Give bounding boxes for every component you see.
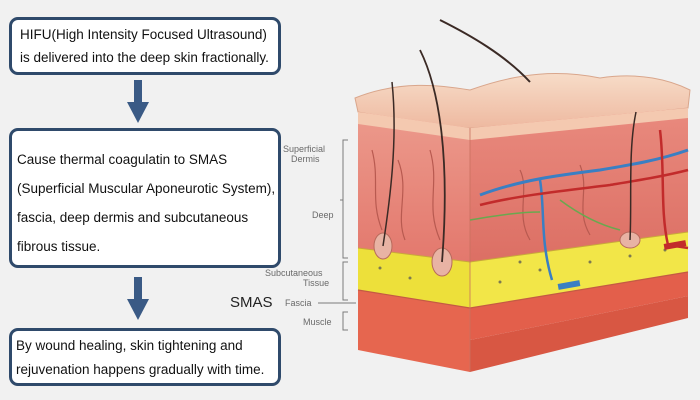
- muscle-bottom-face: [470, 296, 688, 372]
- bracket-subcutaneous: [342, 261, 348, 301]
- hair-strand: [439, 19, 531, 83]
- step-2-line-4: fibrous tissue.: [17, 239, 101, 254]
- step-3-line-2: rejuvenation happens gradually with time…: [16, 362, 265, 377]
- label-muscle: Muscle: [303, 317, 332, 327]
- step-2-line-2: (Superficial Muscular Aponeurotic System…: [17, 181, 276, 196]
- label-subcutaneous: Subcutaneous: [265, 268, 323, 278]
- bracket-muscle: [342, 311, 348, 331]
- down-arrow-icon: [127, 80, 149, 123]
- step-1-line-2: is delivered into the deep skin fraction…: [20, 50, 269, 65]
- step-2-line-1: Cause thermal coagulatin to SMAS: [17, 152, 228, 167]
- fat-right-face: [470, 232, 688, 308]
- hair-strand: [419, 49, 446, 263]
- muscle-right-face: [470, 272, 688, 340]
- bracket-dermis: [342, 139, 348, 259]
- step-3-box: By wound healing, skin tightening and re…: [9, 328, 281, 386]
- step-1-box: HIFU(High Intensity Focused Ultrasound) …: [9, 17, 281, 75]
- hair-strand: [382, 81, 395, 247]
- label-smas: SMAS: [230, 294, 273, 311]
- hair-strand: [629, 111, 637, 241]
- blue-vessel: [479, 148, 689, 197]
- step-2-line-3: fascia, deep dermis and subcutaneous: [17, 210, 249, 225]
- epidermis-band: [358, 108, 688, 140]
- label-deep: Deep: [312, 210, 334, 220]
- down-arrow-icon: [127, 277, 149, 320]
- label-subcutaneous-tissue: Subcutaneous Tissue: [265, 268, 329, 288]
- label-dermis: Dermis: [291, 154, 320, 164]
- label-tissue: Tissue: [303, 278, 330, 288]
- dermis-right-face: [470, 108, 688, 262]
- step-2-box: Cause thermal coagulatin to SMAS (Superf…: [9, 128, 281, 268]
- step-1-line-1: HIFU(High Intensity Focused Ultrasound): [20, 27, 267, 42]
- step-3-line-1: By wound healing, skin tightening and: [16, 338, 243, 353]
- label-superficial: Superficial: [283, 144, 326, 154]
- muscle-front-face: [358, 290, 470, 372]
- label-superficial-dermis: Superficial Dermis: [283, 144, 325, 164]
- label-fascia: Fascia: [285, 298, 312, 308]
